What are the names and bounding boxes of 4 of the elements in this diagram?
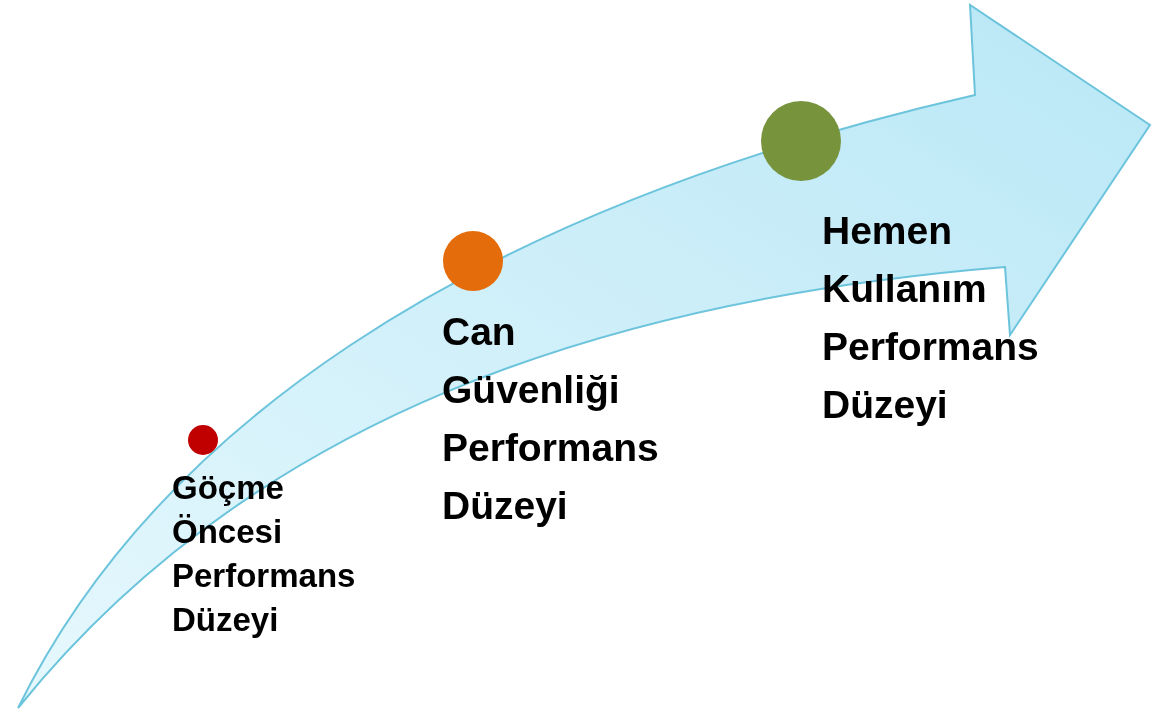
milestone-label: Can Güvenliği Performans Düzeyi xyxy=(442,309,659,529)
milestone-dot xyxy=(188,425,218,455)
milestone-dot xyxy=(443,231,503,291)
milestone-label: Hemen Kullanım Performans Düzeyi xyxy=(822,208,1039,428)
